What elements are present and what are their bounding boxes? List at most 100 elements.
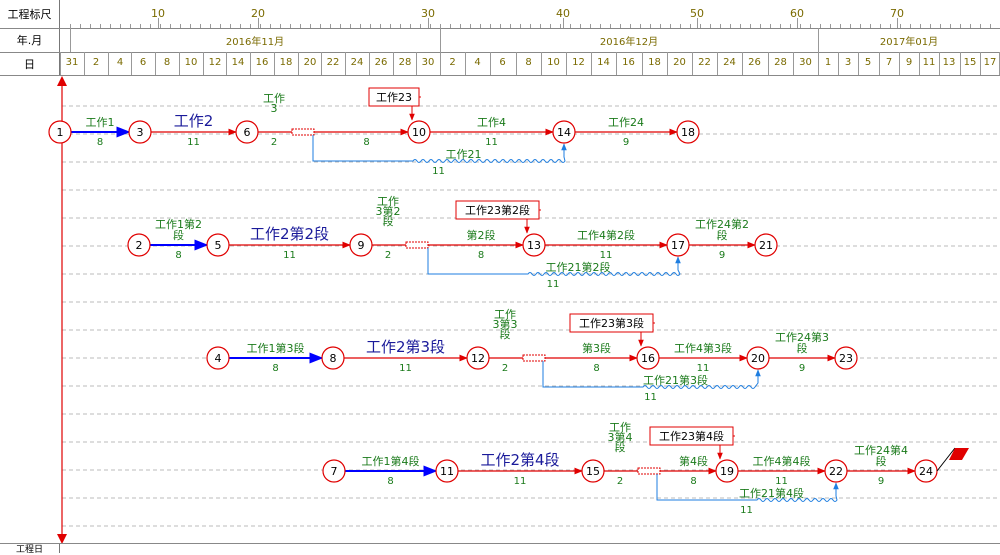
- ruler-minor-tick: [570, 24, 571, 28]
- ruler-minor-tick: [330, 24, 331, 28]
- ruler-tick-label: 40: [556, 7, 570, 20]
- day-separator: [742, 52, 743, 75]
- day-cell: 3: [844, 57, 852, 68]
- node-circle[interactable]: [127, 233, 151, 257]
- node-circle[interactable]: [407, 120, 431, 144]
- node-circle[interactable]: [581, 459, 605, 483]
- day-cell: 7: [885, 57, 893, 68]
- ruler-minor-tick: [530, 24, 531, 28]
- ruler-tick: [258, 18, 259, 28]
- node-circle[interactable]: [824, 459, 848, 483]
- activity-duration: 11: [600, 250, 613, 261]
- node-circle[interactable]: [321, 346, 345, 370]
- node-number: 13: [527, 239, 541, 252]
- ruler-minor-tick: [250, 24, 251, 28]
- ruler-minor-tick: [620, 24, 621, 28]
- ruler-minor-tick: [640, 24, 641, 28]
- node-circle[interactable]: [754, 233, 778, 257]
- node-circle[interactable]: [206, 233, 230, 257]
- node-circle[interactable]: [235, 120, 259, 144]
- node-number: 14: [557, 126, 571, 139]
- ruler-minor-tick: [690, 24, 691, 28]
- virtual-link: [427, 248, 681, 276]
- node-circle[interactable]: [206, 346, 230, 370]
- activity-duration: 11: [283, 250, 296, 261]
- day-separator: [899, 52, 900, 75]
- node-circle[interactable]: [676, 120, 700, 144]
- day-cell: 15: [963, 57, 977, 68]
- ruler-minor-tick: [870, 24, 871, 28]
- ruler-minor-tick: [190, 24, 191, 28]
- day-separator: [516, 52, 517, 75]
- ruler-minor-tick: [910, 24, 911, 28]
- activity-label: 工作1第3段: [247, 341, 305, 355]
- node-circle[interactable]: [552, 120, 576, 144]
- activity-duration: 11: [740, 505, 753, 516]
- ruler-minor-tick: [770, 24, 771, 28]
- day-cell: 14: [231, 57, 245, 68]
- node-number: 5: [215, 239, 222, 252]
- activity-label: 工作4第4段: [753, 454, 811, 468]
- node-circle[interactable]: [322, 459, 346, 483]
- activity-duration: 9: [878, 476, 884, 487]
- ruler-minor-tick: [830, 24, 831, 28]
- ruler-minor-tick: [410, 24, 411, 28]
- day-cell: 10: [184, 57, 198, 68]
- node-circle[interactable]: [128, 120, 152, 144]
- node-circle[interactable]: [466, 346, 490, 370]
- ruler-minor-tick: [500, 24, 501, 28]
- day-separator: [203, 52, 204, 75]
- ruler-minor-tick: [210, 24, 211, 28]
- node-circle[interactable]: [48, 120, 72, 144]
- ruler-minor-tick: [170, 24, 171, 28]
- ruler-minor-tick: [980, 24, 981, 28]
- node-circle[interactable]: [636, 346, 660, 370]
- day-cell: 20: [673, 57, 686, 68]
- node-circle[interactable]: [834, 346, 858, 370]
- callout-label: 工作23第3段: [579, 316, 644, 330]
- ruler-minor-tick: [710, 24, 711, 28]
- ruler-minor-tick: [70, 24, 71, 28]
- activity-duration: 2: [385, 250, 391, 261]
- activity-duration: 11: [432, 166, 445, 177]
- day-cell: 8: [525, 57, 532, 68]
- ruler-minor-tick: [460, 24, 461, 28]
- ruler-minor-tick: [310, 24, 311, 28]
- month-label: 2017年01月: [879, 37, 939, 48]
- day-separator: [250, 52, 251, 75]
- activity-label: 工作4: [477, 116, 506, 129]
- ruler-minor-tick: [800, 24, 801, 28]
- node-circle[interactable]: [666, 233, 690, 257]
- activity-label: 第4段: [679, 454, 708, 468]
- ruler-minor-tick: [80, 24, 81, 28]
- ruler-minor-tick: [590, 24, 591, 28]
- day-cell: 6: [139, 57, 147, 68]
- ruler-tick: [428, 18, 429, 28]
- node-circle[interactable]: [715, 459, 739, 483]
- activity-label: 第3段: [582, 341, 611, 355]
- node-circle[interactable]: [349, 233, 373, 257]
- day-cell: 4: [474, 57, 481, 68]
- activity-label: 工作2第3段: [366, 338, 445, 356]
- day-separator: [667, 52, 668, 75]
- node-circle[interactable]: [522, 233, 546, 257]
- activity-duration: 8: [387, 476, 393, 487]
- node-circle[interactable]: [746, 346, 770, 370]
- activity-duration: 8: [593, 363, 599, 374]
- activity-label: 工作21第4段: [739, 486, 804, 500]
- day-cell: 5: [864, 57, 872, 68]
- virtual-link: [656, 474, 839, 502]
- activity-duration: 11: [399, 363, 412, 374]
- virtual-link: [312, 135, 567, 163]
- day-cell: 22: [326, 57, 340, 68]
- node-circle[interactable]: [435, 459, 459, 483]
- day-cell: 28: [398, 57, 412, 68]
- ruler-minor-tick: [750, 24, 751, 28]
- ruler-tick-label: 70: [890, 7, 904, 20]
- activity-duration: 8: [97, 137, 103, 148]
- ruler-minor-tick: [890, 24, 891, 28]
- activity-duration: 8: [690, 476, 696, 487]
